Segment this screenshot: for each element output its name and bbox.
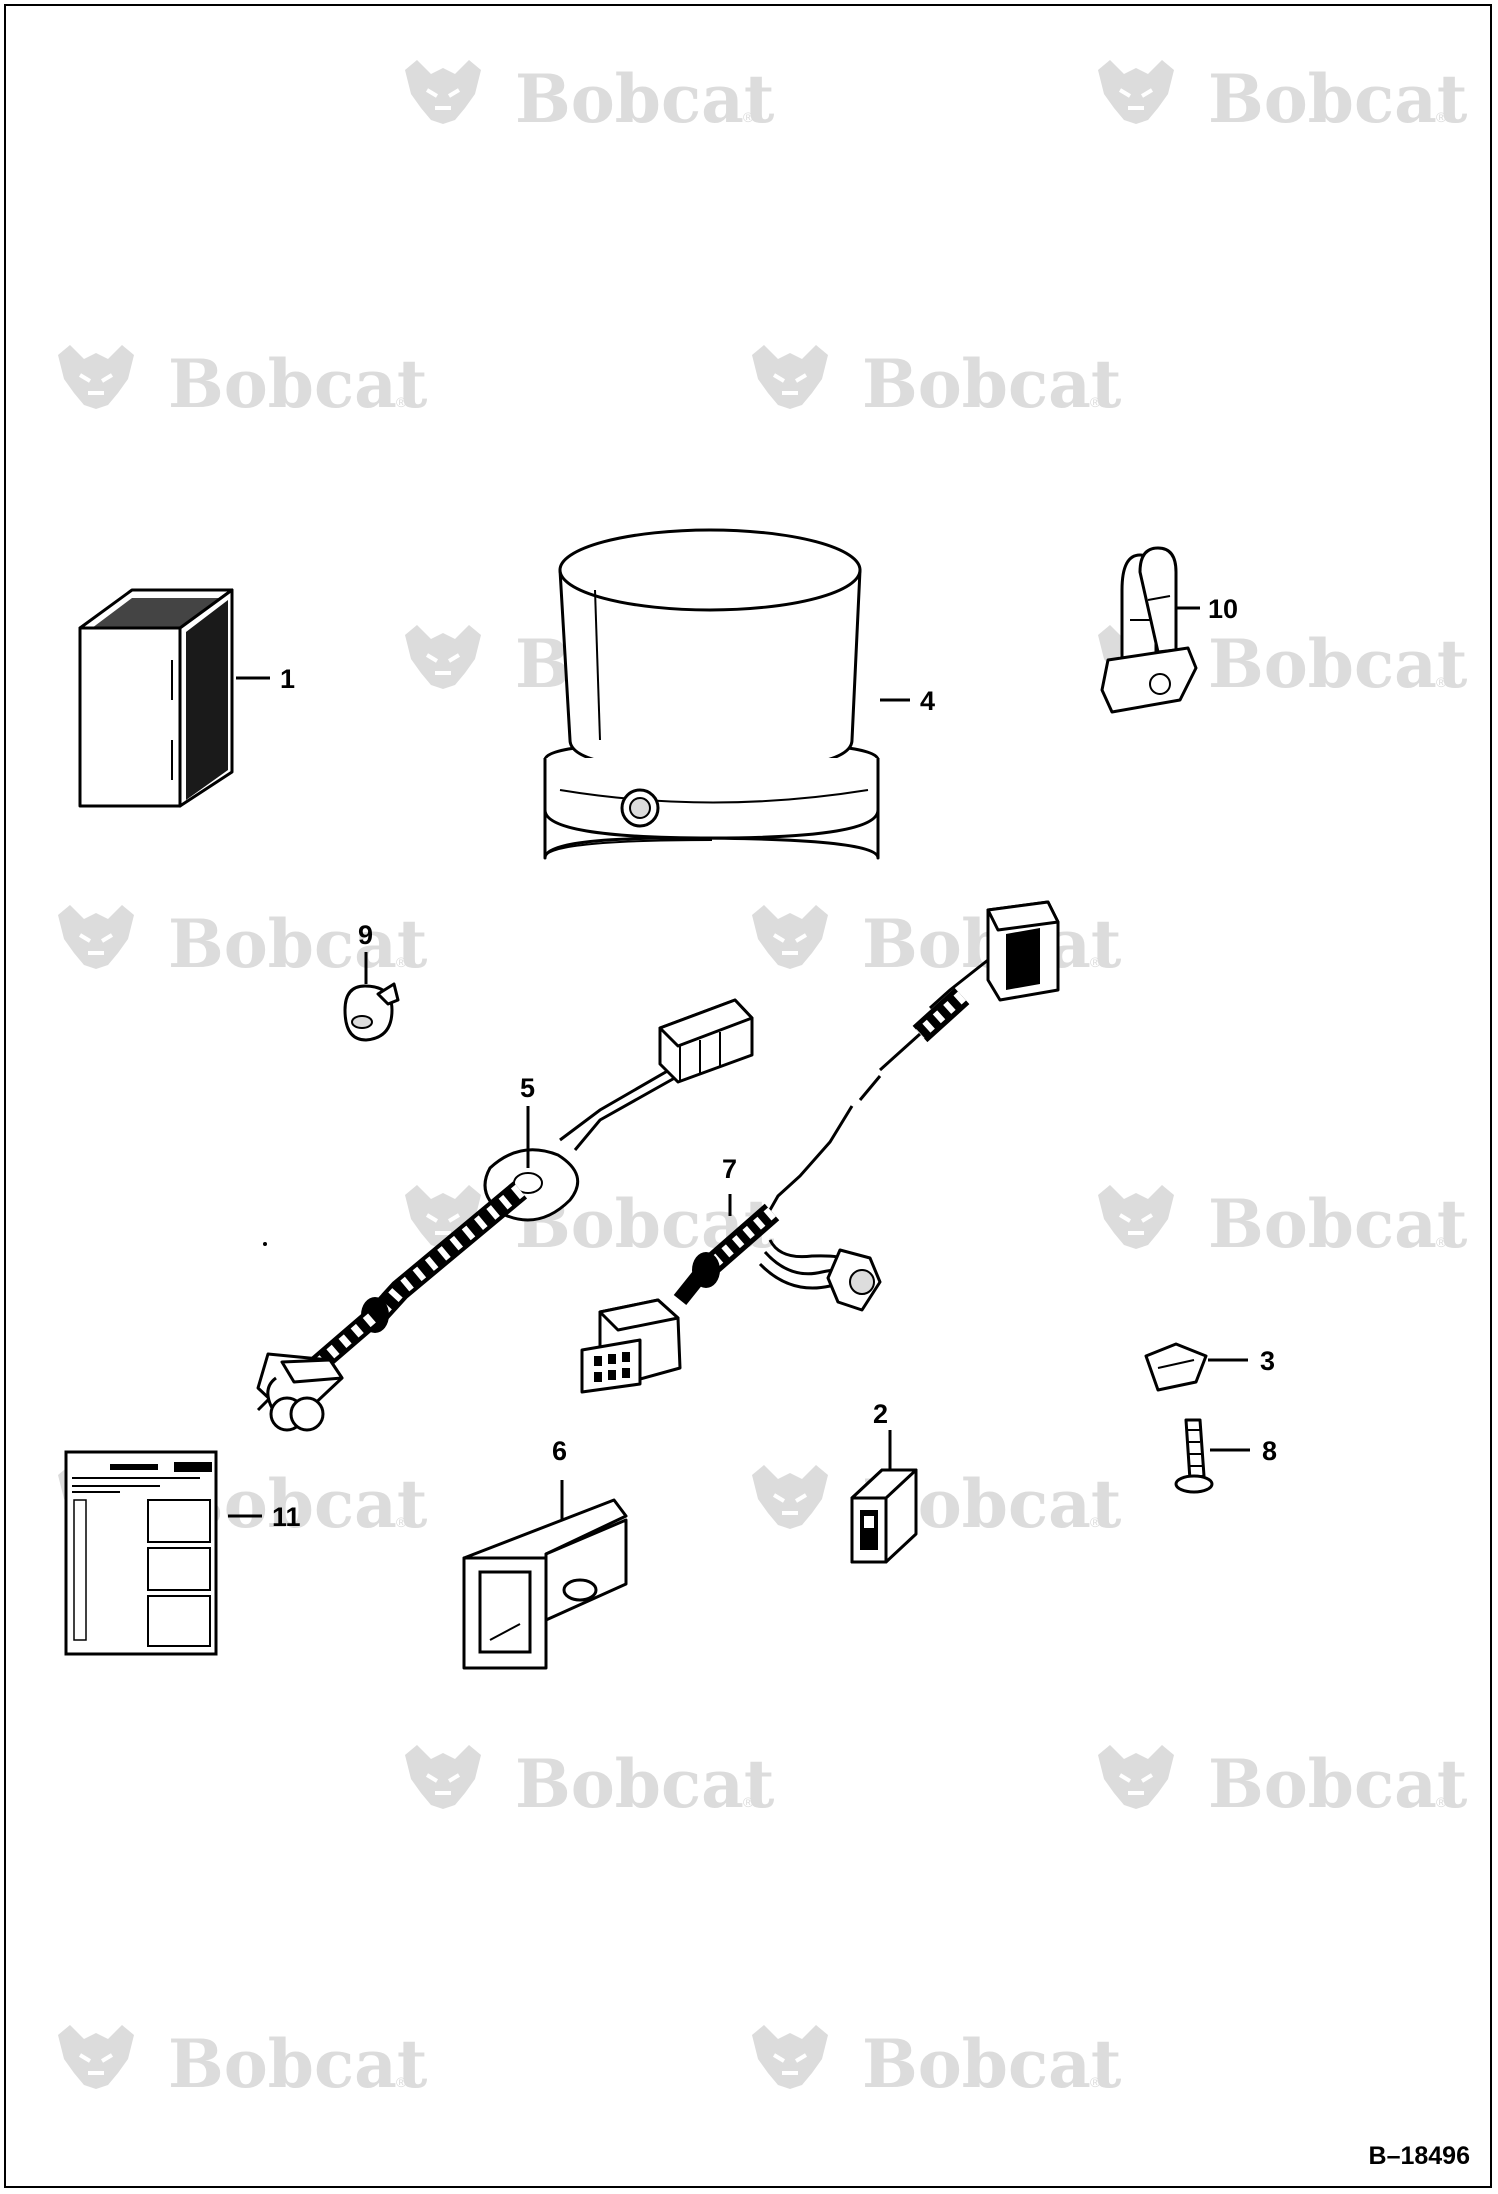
bolt-icon: [1174, 1418, 1214, 1494]
watermark-mark: ®: [1436, 109, 1447, 125]
nut-clip-icon: [1144, 1342, 1208, 1392]
watermark-logo-icon: [750, 2023, 830, 2091]
switch-bracket-icon: [462, 1498, 628, 1670]
callout-11: 11: [272, 1502, 301, 1532]
mount-bracket-icon: [1100, 546, 1198, 714]
watermark-mark: ®: [1090, 1514, 1101, 1530]
watermark-text: Bobcat: [1208, 1745, 1468, 1823]
watermark-mark: ®: [396, 2074, 407, 2090]
watermark-logo-icon: [750, 1463, 830, 1531]
callout-7: 7: [722, 1154, 737, 1184]
watermark-logo-icon: [56, 343, 136, 411]
watermark-logo-icon: [56, 903, 136, 971]
grommet-plug-icon: [343, 982, 400, 1042]
watermark-logo-icon: [1096, 1183, 1176, 1251]
watermark-logo-icon: [403, 623, 483, 691]
watermark-mark: ®: [396, 954, 407, 970]
rocker-switch-icon: [850, 1468, 918, 1564]
watermark-logo-icon: [750, 343, 830, 411]
watermark-mark: ®: [743, 109, 754, 125]
watermark-mark: ®: [1090, 954, 1101, 970]
watermark-logo-icon: [750, 903, 830, 971]
callout-5: 5: [520, 1073, 535, 1103]
watermark-mark: ®: [1436, 1794, 1447, 1810]
callout-1: 1: [280, 664, 295, 694]
callout-10: 10: [1208, 594, 1238, 624]
callout-6: 6: [552, 1436, 567, 1466]
watermark-text: Bobcat: [862, 2025, 1122, 2103]
watermark-text: Bobcat: [168, 345, 428, 423]
watermark-logo-icon: [403, 1743, 483, 1811]
callout-8: 8: [1262, 1436, 1277, 1466]
leader-lines: [228, 606, 1250, 1520]
watermark-mark: ®: [1090, 394, 1101, 410]
watermark-logo-icon: [1096, 1743, 1176, 1811]
watermark-text: Bobcat: [862, 345, 1122, 423]
watermark-mark: ®: [1090, 2074, 1101, 2090]
callout-labels: 1 2 3 4 5 6 7 8 9 10 11: [272, 594, 1277, 1532]
watermark-mark: ®: [1436, 674, 1447, 690]
watermark-mark: ®: [743, 1794, 754, 1810]
figure-frame: [4, 4, 1492, 2188]
callout-4: 4: [920, 686, 935, 716]
watermark-logo-icon: [403, 58, 483, 126]
harness-with-grommet-icon: [256, 998, 754, 1432]
watermark-mark: ®: [396, 1514, 407, 1530]
watermark-text: Bobcat: [168, 905, 428, 983]
watermark-text: Bobcat: [168, 2025, 428, 2103]
watermark-logo-icon: [1096, 58, 1176, 126]
wiring-harness-icon: [580, 900, 1060, 1394]
watermark-text: Bobcat: [1208, 625, 1468, 703]
watermark-mark: ®: [396, 394, 407, 410]
callout-9: 9: [358, 920, 373, 950]
callout-3: 3: [1260, 1346, 1275, 1376]
watermark-layer: Bobcat ® Bobcat ® Bobcat ® Bobcat ® Bobc…: [56, 58, 1468, 2103]
relay-box-icon: [78, 588, 234, 808]
callout-2: 2: [873, 1399, 888, 1429]
beacon-light-icon: [543, 528, 880, 860]
watermark-text: Bobcat: [1208, 60, 1468, 138]
figure-id: B–18496: [1369, 2142, 1470, 2170]
instructions-sheet-icon: [64, 1450, 218, 1656]
watermark-text: Bobcat: [1208, 1185, 1468, 1263]
watermark-text: Bobcat: [515, 60, 775, 138]
watermark-logo-icon: [56, 2023, 136, 2091]
watermark-mark: ®: [1436, 1234, 1447, 1250]
watermark-text: Bobcat: [515, 1745, 775, 1823]
